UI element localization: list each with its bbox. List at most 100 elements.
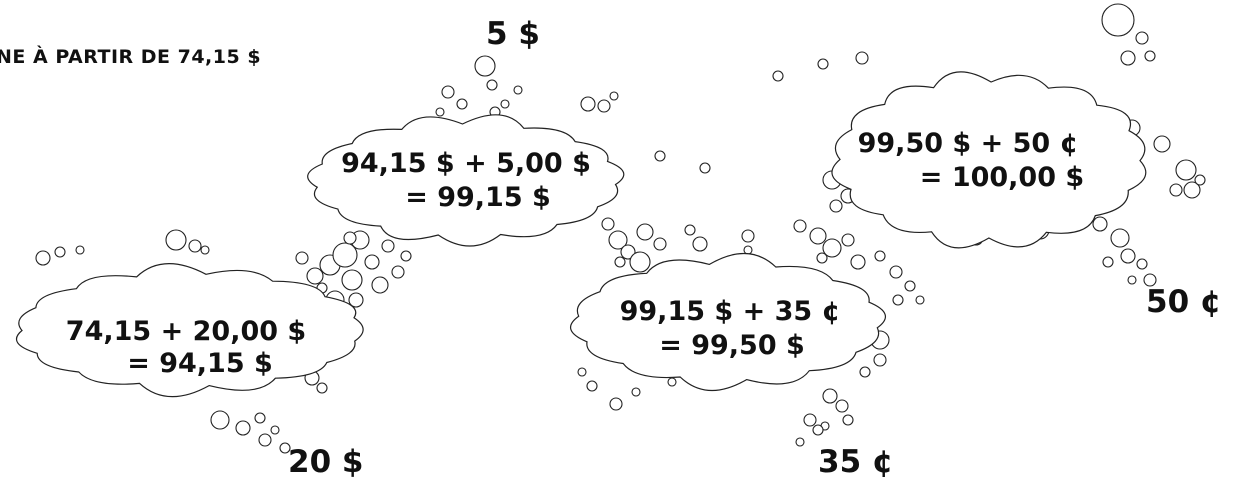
bubble-39: [580, 96, 596, 112]
bubble-90: [889, 265, 903, 279]
bubble-40: [597, 99, 611, 113]
bubble-20: [295, 251, 309, 265]
bubble-113: [829, 199, 843, 213]
bubble-75: [850, 254, 866, 270]
cloud-3-equation-line-2: = 99,50 $: [659, 330, 805, 361]
bubble-5: [188, 239, 202, 253]
cloud-2-equation-line-2: = 99,15 $: [405, 182, 551, 213]
bubble-52: [692, 236, 708, 252]
amount-label-20-dollars: 20 $: [288, 444, 364, 480]
bubble-4: [165, 229, 187, 251]
bubble-56: [772, 70, 784, 82]
bubble-42: [654, 150, 666, 162]
bubble-33: [474, 55, 496, 77]
bubble-49: [636, 223, 654, 241]
bubble-53: [741, 229, 755, 243]
bubble-55: [614, 256, 626, 268]
bubble-14: [348, 292, 364, 308]
bubble-85: [1120, 248, 1136, 264]
bubble-3: [75, 245, 85, 255]
bubble-23: [235, 420, 251, 436]
bubble-73: [841, 233, 855, 247]
bubble-103: [795, 437, 805, 447]
bubble-26: [270, 425, 280, 435]
bubble-51: [684, 224, 696, 236]
bubble-16: [391, 265, 405, 279]
bubble-36: [513, 85, 523, 95]
bubble-96: [859, 366, 871, 378]
bubble-66: [1175, 159, 1197, 181]
bubble-106: [586, 380, 598, 392]
bubble-69: [1194, 174, 1206, 186]
bubble-89: [1102, 256, 1114, 268]
bubble-35: [500, 99, 510, 109]
bubble-91: [904, 280, 916, 292]
bubble-19: [343, 231, 357, 245]
bubble-12: [341, 269, 363, 291]
bubble-61: [1144, 50, 1156, 62]
bubble-60: [1135, 31, 1149, 45]
bubble-46: [620, 244, 636, 260]
cloud-1-equation-line-1: 74,15 + 20,00 $: [65, 316, 307, 347]
cloud-1-shape: [15, 263, 364, 398]
bubble-45: [608, 230, 628, 250]
cloud-3-equation-line-1: 99,15 $ + 35 ¢: [619, 296, 841, 327]
bubble-68: [1169, 183, 1183, 197]
bubble-71: [809, 227, 827, 245]
cloud-2-equation-line-1: 94,15 $ + 5,00 $: [341, 148, 591, 179]
bubble-86: [1136, 258, 1148, 270]
bubble-47: [629, 251, 651, 273]
bubble-107: [609, 397, 623, 411]
bubble-87: [1143, 273, 1157, 287]
bubble-74: [816, 252, 828, 264]
bubble-30: [316, 382, 328, 394]
cloud-4-equation-line-1: 99,50 $ + 50 ¢: [857, 128, 1079, 159]
bubble-31: [441, 85, 455, 99]
bubble-11: [364, 254, 380, 270]
bubble-88: [1127, 275, 1137, 285]
cloud-4-shape: [831, 71, 1147, 249]
bubble-41: [609, 91, 619, 101]
bubble-22: [210, 410, 230, 430]
bubble-76: [874, 250, 886, 262]
cloud-4-equation-line-2: = 100,00 $: [919, 162, 1085, 193]
bubble-25: [258, 433, 272, 447]
bubble-24: [254, 412, 266, 424]
bubble-17: [381, 239, 395, 253]
amount-label-35-cents: 35 ¢: [818, 444, 894, 480]
bubble-59: [1101, 3, 1135, 37]
bubble-18: [400, 250, 412, 262]
bubble-84: [1110, 228, 1130, 248]
bubble-70: [793, 219, 807, 233]
bubble-15: [371, 276, 389, 294]
bubble-38: [435, 107, 445, 117]
cloud-3-shape: [570, 252, 886, 392]
bubble-95: [873, 353, 887, 367]
bubble-43: [699, 162, 711, 174]
bubble-34: [486, 79, 498, 91]
bubble-97: [822, 388, 838, 404]
bubble-6: [200, 245, 210, 255]
bubble-108: [631, 387, 641, 397]
bubble-9: [332, 242, 358, 268]
bubble-83: [1092, 216, 1108, 232]
bubble-72: [822, 238, 842, 258]
cloud-1-equation-line-2: = 94,15 $: [127, 348, 273, 379]
bubble-98: [835, 399, 849, 413]
bubble-57: [817, 58, 829, 70]
bubble-99: [842, 414, 854, 426]
bubble-93: [915, 295, 925, 305]
bubble-2: [54, 246, 66, 258]
bubble-65: [1153, 135, 1171, 153]
bubble-102: [812, 424, 824, 436]
bubble-44: [601, 217, 615, 231]
page-heading: NE À PARTIR DE 74,15 $: [0, 46, 262, 68]
bubble-58: [855, 51, 869, 65]
amount-label-5-dollars: 5 $: [486, 16, 540, 52]
cloud-2-shape: [307, 114, 625, 247]
bubble-109: [577, 367, 587, 377]
bubble-32: [456, 98, 468, 110]
decorative-bubbles: [35, 3, 1206, 454]
bubble-27: [279, 442, 291, 454]
